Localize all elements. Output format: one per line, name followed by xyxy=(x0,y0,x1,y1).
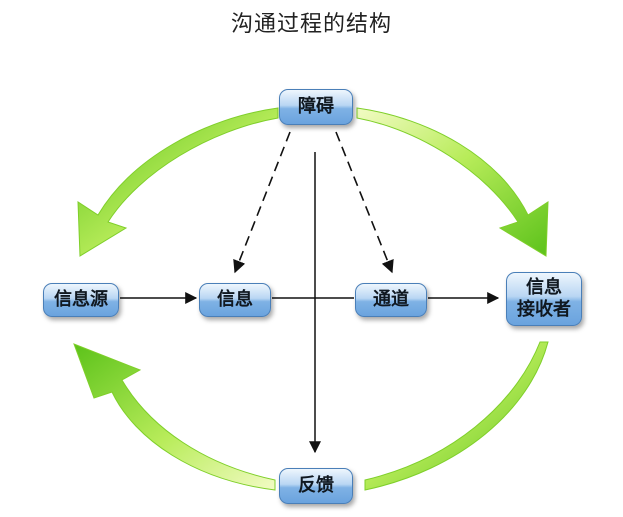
curved-arrow-receiver-to-feedback xyxy=(364,341,549,491)
node-feedback: 反馈 xyxy=(279,468,353,504)
diagram-title: 沟通过程的结构 xyxy=(230,12,392,37)
node-channel-label: 通道 xyxy=(373,289,409,310)
node-barrier-label: 障碍 xyxy=(298,96,334,117)
curved-arrow-barrier-to-receiver xyxy=(356,107,549,257)
node-source-label: 信息源 xyxy=(54,289,108,310)
node-message-label: 信息 xyxy=(217,289,253,310)
node-source: 信息源 xyxy=(43,283,119,317)
node-message: 信息 xyxy=(199,283,271,317)
node-feedback-label: 反馈 xyxy=(298,475,334,496)
node-barrier: 障碍 xyxy=(279,89,353,125)
curved-arrow-feedback-to-source xyxy=(73,343,276,491)
curved-arrow-barrier-to-source xyxy=(77,107,279,257)
node-receiver: 信息 接收者 xyxy=(506,272,582,326)
node-channel: 通道 xyxy=(355,283,427,317)
dashed-arrow-barrier-to-channel xyxy=(335,131,394,274)
node-receiver-label-line1: 信息 xyxy=(526,277,562,298)
node-receiver-label-line2: 接收者 xyxy=(517,299,571,320)
dashed-arrow-barrier-to-message xyxy=(233,131,291,274)
